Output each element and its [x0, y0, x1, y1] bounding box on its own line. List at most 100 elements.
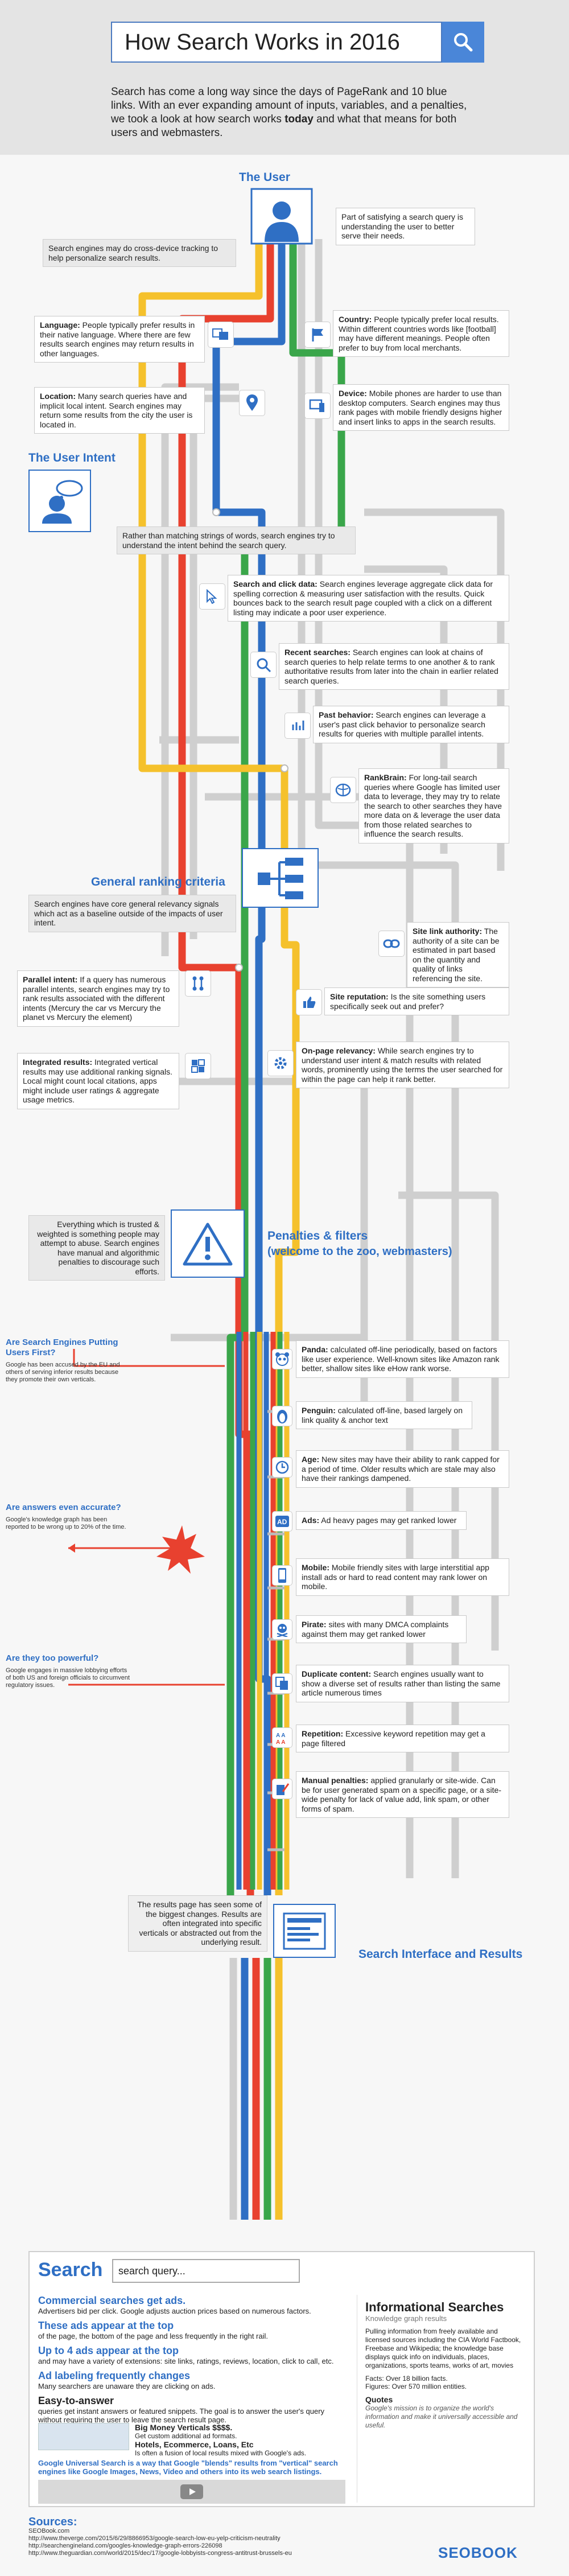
penalty-mobile: Mobile: Mobile friendly sites with large… [296, 1558, 509, 1596]
play-icon [180, 2484, 203, 2499]
site-link-authority-card: Site link authority: The authority of a … [407, 922, 509, 987]
source-link[interactable]: http://www.theverge.com/2015/6/29/886695… [28, 2535, 281, 2542]
knowledge-graph-panel: Informational Searches Knowledge graph r… [357, 2295, 525, 2503]
flag-icon [304, 322, 331, 348]
device-card: Device: Mobile phones are harder to use … [333, 384, 509, 431]
mobile-icon [272, 1565, 292, 1586]
link-icon [378, 931, 405, 957]
clock-icon [272, 1457, 292, 1478]
side-note-users-first: Are Search Engines Putting Users First?G… [6, 1338, 120, 1383]
parallel-intent-card: Parallel intent: If a query has numerous… [17, 970, 179, 1027]
penguin-icon [272, 1406, 292, 1426]
serp-hotels-title: Hotels, Ecommerce, Loans, Etc [135, 2440, 254, 2449]
serp-answer-title: Easy-to-answer [38, 2395, 114, 2406]
section-serp: Search Interface and Results [358, 1948, 523, 1961]
user-right-note: Part of satisfying a search query is und… [336, 208, 475, 245]
warning-icon [183, 1223, 233, 1266]
click-cursor-icon [199, 583, 225, 610]
kg-text: Pulling information from freely availabl… [365, 2327, 521, 2369]
penalty-panda: Panda: calculated off-line periodically,… [296, 1340, 509, 1378]
site-reputation-card: Site reputation: Is the site something u… [324, 987, 509, 1015]
intent-item-click-data: Search and click data: Search engines le… [228, 575, 509, 622]
serp-hotels-text: Is often a fusion of local results mixed… [135, 2449, 307, 2457]
kg-facts: Facts: Over 18 billion facts. [365, 2375, 448, 2382]
location-card: Location: Many search queries have and i… [34, 387, 205, 434]
past-behavior-icon [284, 713, 311, 739]
serp-label-title: Ad labeling frequently changes [38, 2370, 191, 2381]
duplicate-icon [272, 1673, 292, 1694]
language-card: Language: People typically prefer result… [34, 316, 205, 363]
source-link[interactable]: http://www.theguardian.com/world/2015/de… [28, 2550, 292, 2557]
page-title: How Search Works in 2016 [111, 22, 442, 63]
intent-item-rankbrain: RankBrain: For long-tail search queries … [358, 768, 509, 843]
kg-quotes-title: Quotes [365, 2395, 393, 2404]
penalty-penguin: Penguin: calculated off-line, based larg… [296, 1401, 472, 1429]
user-icon [250, 188, 313, 245]
penalty-repetition: Repetition: Excessive keyword repetition… [296, 1725, 509, 1752]
svg-text:A A: A A [276, 1739, 285, 1745]
svg-text:A A: A A [276, 1733, 285, 1739]
brand-logo: SEOBOOK [438, 2544, 518, 2561]
panda-icon [272, 1349, 292, 1369]
rankbrain-icon [330, 777, 356, 803]
serp-icon-box [273, 1904, 336, 1958]
search-icon [454, 33, 473, 52]
hierarchy-icon [257, 857, 303, 899]
serp-ads-title: Commercial searches get ads. [38, 2295, 186, 2306]
ranking-note: Search engines have core general relevan… [28, 895, 236, 932]
section-ranking-criteria: General ranking criteria [91, 875, 225, 888]
location-pin-icon [239, 390, 265, 416]
penalty-age: Age: New sites may have their ability to… [296, 1450, 509, 1488]
serp-logo: Search [38, 2259, 103, 2281]
section-penalties: Penalties & filters [267, 1229, 368, 1242]
penalty-ads: Ads: Ad heavy pages may get ranked lower [296, 1511, 467, 1530]
side-note-answers-accurate: Are answers even accurate?Google's knowl… [6, 1503, 126, 1530]
serp-search-input[interactable]: search query... [112, 2259, 300, 2283]
thought-bubble-icon [42, 480, 83, 524]
serp-mockup: Search search query... Commercial search… [28, 2251, 535, 2507]
history-search-icon [250, 652, 277, 678]
penalty-pirate: Pirate: sites with many DMCA complaints … [296, 1615, 467, 1643]
serp-top-text: of the page, the bottom of the page and … [38, 2332, 268, 2340]
penalties-note: Everything which is trusted & weighted i… [28, 1215, 165, 1281]
penalty-duplicate: Duplicate content: Search engines usuall… [296, 1665, 509, 1702]
penalty-icon-box [171, 1209, 245, 1278]
intent-note: Rather than matching strings of words, s… [117, 526, 356, 554]
kg-figures: Figures: Over 570 million entities. [365, 2382, 467, 2390]
serp-universal: Google Universal Search is a way that Go… [38, 2459, 338, 2476]
country-card: Country: People typically prefer local r… [333, 310, 509, 357]
serp-video-thumb[interactable] [38, 2480, 345, 2504]
section-the-user: The User [239, 171, 290, 184]
side-note-too-powerful: Are they too powerful?Google engages in … [6, 1653, 130, 1689]
source-link[interactable]: SEOBook.com [28, 2528, 70, 2534]
search-results-icon [283, 1912, 326, 1949]
search-button[interactable] [442, 22, 484, 63]
penalty-manual: Manual penalties: applied granularly or … [296, 1771, 509, 1818]
integrated-results-card: Integrated results: Integrated vertical … [17, 1053, 179, 1109]
serp-note: The results page has seen some of the bi… [128, 1895, 267, 1952]
serp-left-column: Commercial searches get ads. Advertisers… [38, 2295, 345, 2427]
intent-icon-box [28, 470, 91, 532]
integrated-icon [185, 1053, 211, 1079]
section-user-intent: The User Intent [28, 451, 116, 464]
kg-title: Informational Searches [365, 2300, 504, 2314]
gears-icon [267, 1050, 294, 1076]
intro-text: Search has come a long way since the day… [111, 86, 467, 139]
translate-icon [208, 322, 234, 348]
serp-four-title: Up to 4 ads appear at the top [38, 2345, 179, 2356]
serp-top-title: These ads appear at the top [38, 2320, 174, 2331]
sources: Sources: SEOBook.com http://www.theverge… [28, 2516, 292, 2557]
user-icon-box [242, 188, 321, 245]
ads-icon: AD [272, 1511, 292, 1532]
user-left-note: Search engines may do cross-device track… [43, 239, 236, 267]
svg-text:AD: AD [277, 1518, 287, 1526]
parallel-icon [185, 970, 211, 997]
source-link[interactable]: http://searchengineland.com/googles-know… [28, 2542, 222, 2549]
section-penalties-sub: (welcome to the zoo, webmasters) [267, 1245, 452, 1258]
serp-answer-text: queries get instant answers or featured … [38, 2407, 325, 2424]
serp-money-line: Big Money Verticals $$$$. [135, 2423, 233, 2432]
thumbs-up-icon [296, 989, 322, 1015]
intent-item-recent-searches: Recent searches: Search engines can look… [279, 643, 509, 690]
manual-penalty-icon [272, 1779, 292, 1799]
kg-quote: Google's mission is to organize the worl… [365, 2404, 518, 2429]
